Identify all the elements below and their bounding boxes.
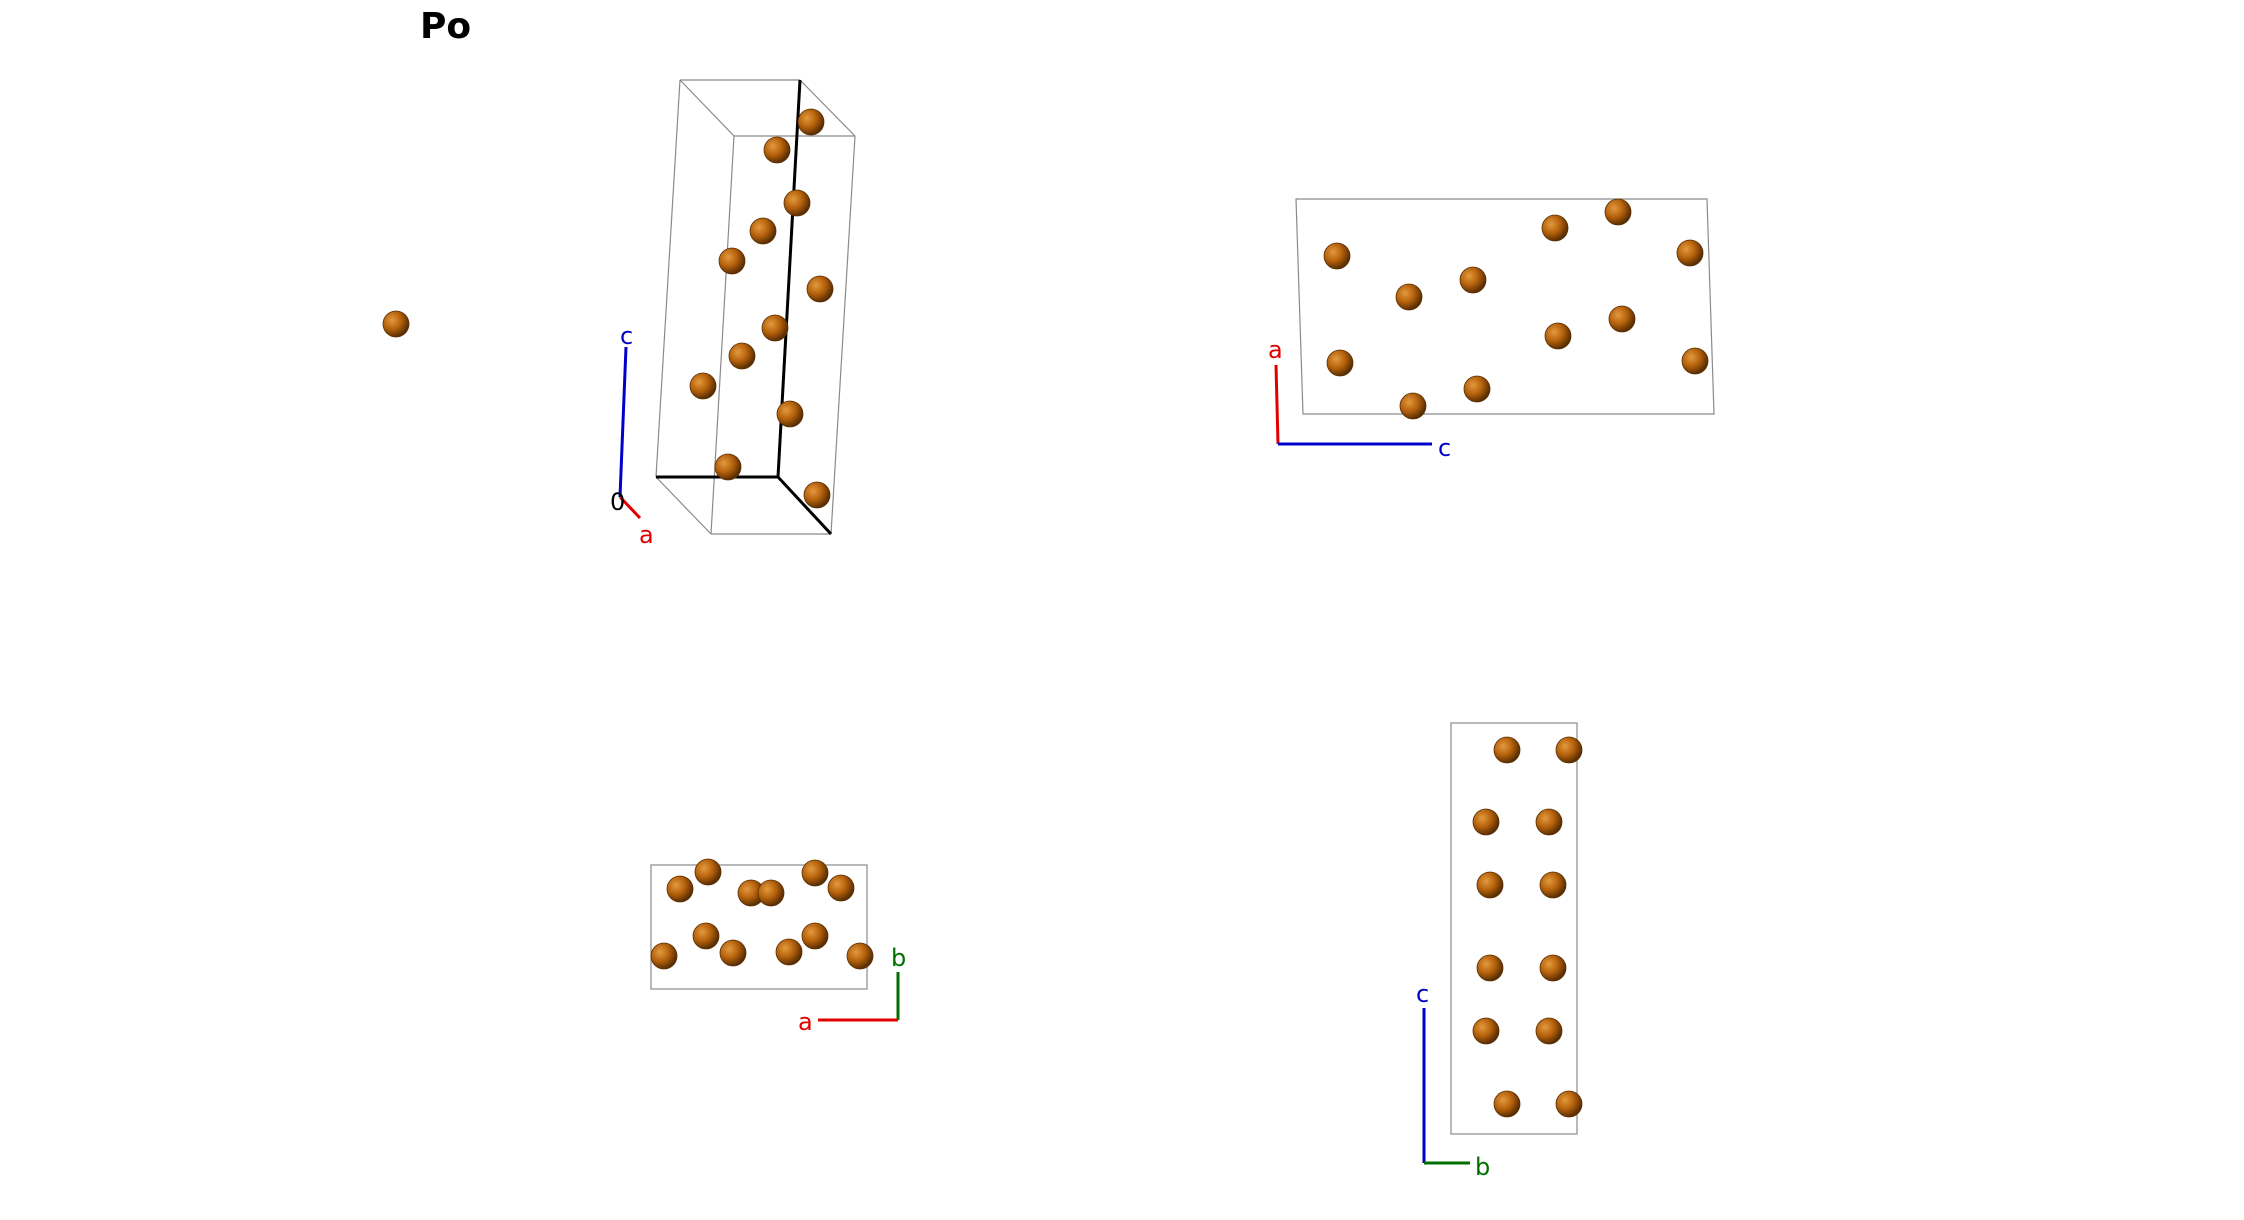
axis-triad-ab: b a — [798, 944, 906, 1036]
axis-a-label: a — [639, 521, 654, 549]
axis-b-label: b — [1475, 1153, 1490, 1181]
unit-cell-outline — [655, 79, 856, 535]
axis-c-label: c — [1416, 980, 1429, 1008]
po-atom — [1539, 871, 1567, 899]
po-atom — [1608, 305, 1636, 333]
cell-outline-ab — [650, 864, 868, 990]
atoms-bc-view — [1472, 736, 1583, 1118]
axis-triad-ac: a c — [1268, 336, 1451, 462]
axis-c-label: c — [620, 322, 633, 350]
po-atom — [718, 247, 746, 275]
po-atom — [1326, 349, 1354, 377]
a-c-projection-view: a c — [1268, 198, 1715, 462]
atoms-perspective — [689, 108, 834, 509]
axis-triad-bc: c b — [1416, 980, 1490, 1181]
po-atom — [801, 859, 829, 887]
po-atom — [714, 453, 742, 481]
unit-cell-front-edges — [656, 79, 833, 536]
axis-a-label: a — [1268, 336, 1283, 364]
po-atom — [827, 874, 855, 902]
po-atom — [689, 372, 717, 400]
po-atom — [1541, 214, 1569, 242]
po-atom — [1463, 375, 1491, 403]
axis-a-line — [618, 495, 642, 520]
po-atom — [1535, 808, 1563, 836]
po-atom — [692, 922, 720, 950]
po-atom — [775, 938, 803, 966]
po-atom — [1681, 347, 1709, 375]
formula-title: Po — [420, 6, 472, 47]
po-atom — [1493, 1090, 1521, 1118]
axis-a-line — [1274, 364, 1280, 445]
po-atom — [1535, 1017, 1563, 1045]
po-atom — [757, 879, 785, 907]
po-atom — [1399, 392, 1427, 420]
po-atom — [761, 314, 789, 342]
po-atom — [1472, 1017, 1500, 1045]
po-atom — [1493, 736, 1521, 764]
po-atom — [382, 310, 410, 338]
po-atom — [1476, 954, 1504, 982]
atoms-ab-view — [650, 858, 874, 970]
po-atom — [1604, 198, 1632, 226]
perspective-view: c 0 a — [610, 79, 856, 549]
po-atom — [1476, 871, 1504, 899]
po-atom — [1555, 736, 1583, 764]
po-atom — [694, 858, 722, 886]
po-atom — [749, 217, 777, 245]
axis-b-label: b — [891, 944, 906, 972]
axis-a-label: a — [798, 1008, 813, 1036]
po-atom — [783, 189, 811, 217]
cell-outline-ac — [1295, 198, 1715, 415]
po-atom — [797, 108, 825, 136]
axis-origin-label: 0 — [610, 488, 625, 516]
po-atom — [806, 275, 834, 303]
atoms-lone — [382, 310, 410, 338]
axis-c-line — [618, 346, 628, 498]
po-atom — [1676, 239, 1704, 267]
po-atom — [1555, 1090, 1583, 1118]
po-atom — [1459, 266, 1487, 294]
axis-triad-perspective: c 0 a — [610, 322, 654, 549]
po-atom — [803, 481, 831, 509]
po-atom — [1544, 322, 1572, 350]
po-atom — [1323, 242, 1351, 270]
po-atom — [666, 875, 694, 903]
a-b-projection-view: b a — [650, 858, 906, 1036]
b-c-projection-view: c b — [1416, 722, 1583, 1181]
cell-outline-bc — [1450, 722, 1578, 1135]
po-atom — [719, 939, 747, 967]
axis-c-label: c — [1438, 434, 1451, 462]
po-atom — [801, 922, 829, 950]
po-atom — [728, 342, 756, 370]
po-atom — [846, 942, 874, 970]
atoms-ac-view — [1323, 198, 1709, 420]
po-atom — [1395, 283, 1423, 311]
po-atom — [776, 400, 804, 428]
po-atom — [1472, 808, 1500, 836]
po-atom — [650, 942, 678, 970]
po-atom — [1539, 954, 1567, 982]
po-atom — [763, 136, 791, 164]
